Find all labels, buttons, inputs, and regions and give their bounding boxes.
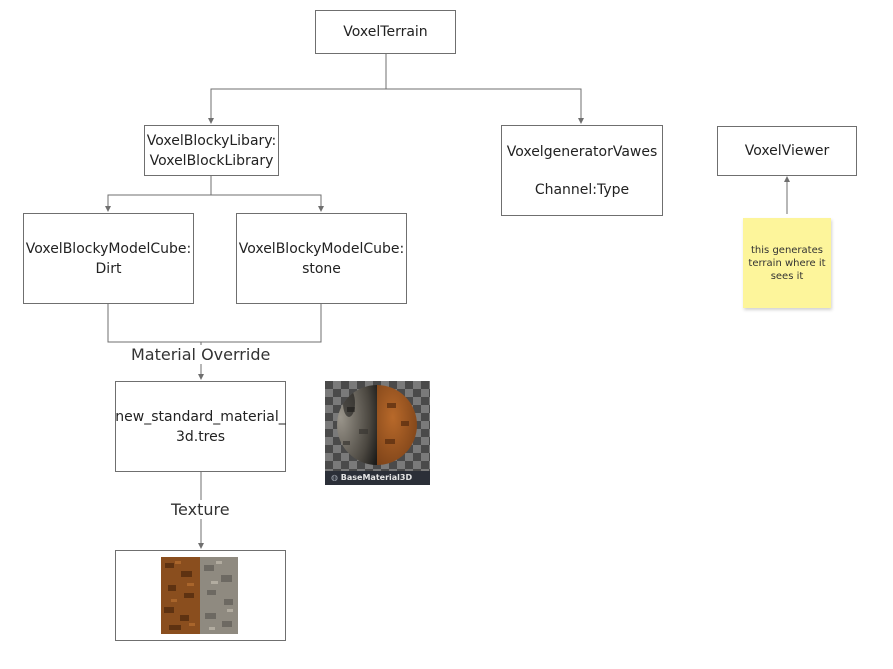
edge-terrain-to-generator <box>386 88 584 124</box>
node-material[interactable]: new_standard_material_ 3d.tres <box>115 381 286 472</box>
node-voxel-generator[interactable]: VoxelgeneratorVawes Channel:Type <box>501 125 663 216</box>
node-library-label-line2: VoxelBlockLibrary <box>149 152 274 169</box>
node-library-label-line1: VoxelBlockyLibary: <box>146 132 277 149</box>
node-stone-label-line1: VoxelBlockyModelCube: <box>238 240 405 257</box>
edge-library-to-dirt <box>105 194 211 212</box>
texture-image <box>161 557 238 634</box>
edge-terrain-to-library <box>208 88 386 124</box>
node-cube-stone[interactable]: VoxelBlockyModelCube: stone <box>236 213 407 304</box>
edge-dirt-to-material <box>107 304 201 343</box>
node-generator-label-line2: Channel:Type <box>534 181 630 198</box>
node-generator-label-line1: VoxelgeneratorVawes <box>506 143 658 160</box>
node-voxel-terrain-label: VoxelTerrain <box>343 24 428 40</box>
node-stone-label-line2: stone <box>302 260 341 277</box>
node-material-label-line2: 3d.tres <box>175 428 226 445</box>
sticky-note[interactable]: this generates terrain where it sees it <box>743 218 831 308</box>
node-viewer-label: VoxelViewer <box>744 143 830 159</box>
node-voxel-viewer[interactable]: VoxelViewer <box>717 126 857 176</box>
node-material-label-line1: new_standard_material_ <box>115 408 286 425</box>
node-voxel-blocky-library[interactable]: VoxelBlockyLibary: VoxelBlockLibrary <box>144 125 279 176</box>
edge-library-to-stone <box>211 194 324 212</box>
node-cube-dirt[interactable]: VoxelBlockyModelCube: Dirt <box>23 213 194 304</box>
node-dirt-label-line2: Dirt <box>95 260 122 277</box>
edge-label-texture: Texture <box>169 500 232 519</box>
sticky-note-text: this generates terrain where it sees it <box>748 244 826 282</box>
edge-stone-to-material <box>201 304 322 343</box>
node-voxel-terrain[interactable]: VoxelTerrain <box>315 10 456 54</box>
material-preview: ◍ BaseMaterial3D <box>325 381 430 485</box>
material-preview-caption-text: BaseMaterial3D <box>340 473 413 482</box>
node-dirt-label-line1: VoxelBlockyModelCube: <box>25 240 192 257</box>
sphere-icon: ◍ <box>331 473 338 482</box>
material-preview-caption: ◍ BaseMaterial3D <box>325 471 430 485</box>
edge-label-material-override: Material Override <box>129 345 273 364</box>
